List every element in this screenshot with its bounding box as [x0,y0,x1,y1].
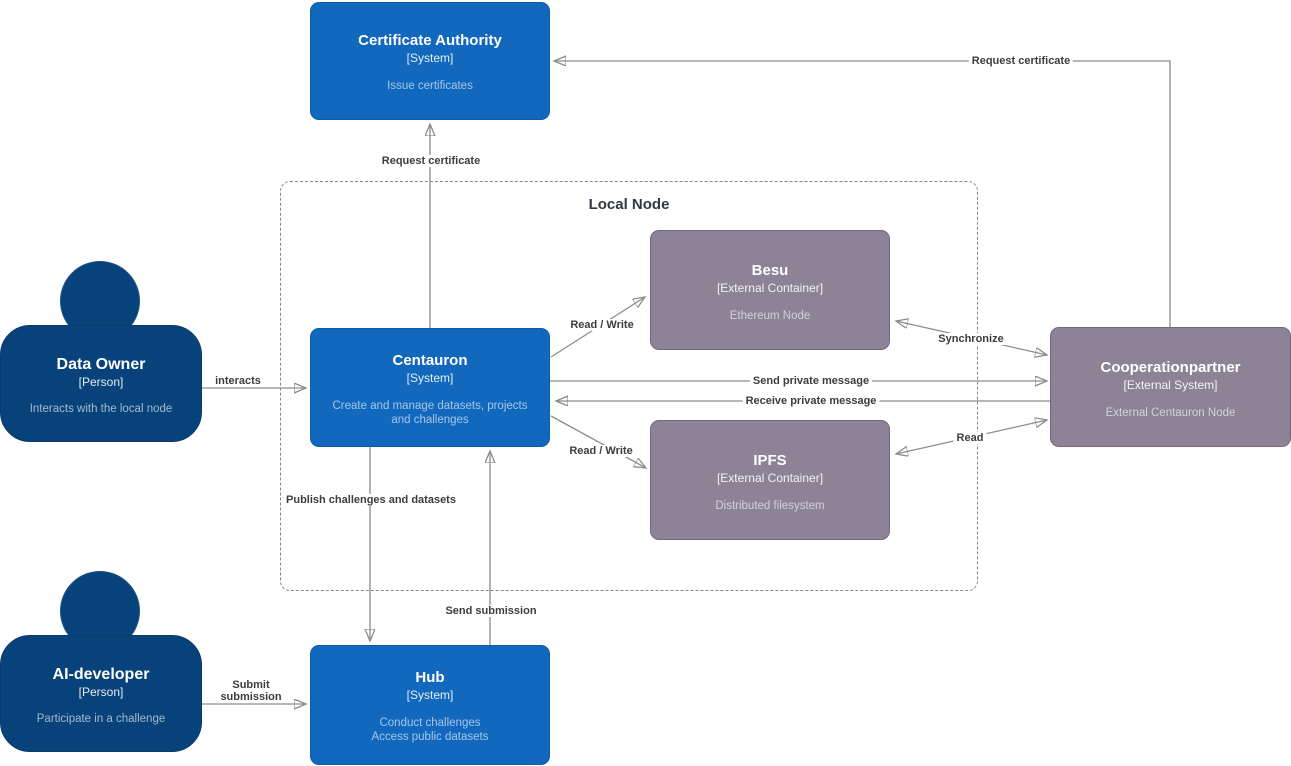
node-title: Certificate Authority [358,32,502,49]
node-cooperationpartner[interactable]: Cooperationpartner [External System] Ext… [1050,327,1291,447]
edge-label-send-private-message: Send private message [749,375,873,387]
node-data-owner[interactable]: Data Owner [Person] Interacts with the l… [0,261,202,442]
node-hub[interactable]: Hub [System] Conduct challenges Access p… [310,645,550,765]
edge-label-read: Read [953,432,987,444]
node-subtitle: [Person] [78,375,124,389]
node-description-line: Access public datasets [371,731,489,743]
edge-label-synchronize: Synchronize [935,333,1007,345]
node-title: Centauron [392,352,468,369]
node-title: Cooperationpartner [1100,359,1241,376]
edge-label-read-write-ipfs: Read / Write [566,445,636,457]
edge-label-request-certificate-partner: Request certificate [968,55,1074,67]
node-title: Data Owner [56,356,146,373]
node-subtitle: [External System] [1123,378,1218,392]
node-description: Participate in a challenge [36,713,166,725]
node-title: AI-developer [52,666,150,683]
node-title: Besu [751,262,789,279]
node-description: External Centauron Node [1105,407,1236,419]
node-subtitle: [Person] [78,685,124,699]
person-body: Data Owner [Person] Interacts with the l… [0,325,202,442]
node-description-line: Conduct challenges [379,717,481,729]
edge-label-submit-submission: Submit submission [217,679,285,703]
node-title: IPFS [753,452,787,469]
edge-label-line: Submit [232,679,270,691]
edge-label-interacts: interacts [212,375,264,387]
edge-label-request-certificate-centauron: Request certificate [378,155,484,167]
node-ipfs[interactable]: IPFS [External Container] Distributed fi… [650,420,890,540]
edge-label-send-submission: Send submission [442,605,540,617]
node-subtitle: [External Container] [716,281,824,295]
node-subtitle: [System] [406,371,454,385]
node-subtitle: [System] [406,688,454,702]
node-description: Conduct challenges Access public dataset… [360,716,501,744]
node-title: Hub [415,669,445,686]
node-centauron[interactable]: Centauron [System] Create and manage dat… [310,328,550,447]
node-description: Issue certificates [387,80,473,92]
edge-label-read-write-besu: Read / Write [567,319,637,331]
node-besu[interactable]: Besu [External Container] Ethereum Node [650,230,890,350]
edge-label-publish: Publish challenges and datasets [283,494,459,506]
edge-label-line: submission [220,691,282,703]
person-body: AI-developer [Person] Participate in a c… [0,635,202,752]
boundary-label: Local Node [588,196,670,213]
node-certificate-authority[interactable]: Certificate Authority [System] Issue cer… [310,2,550,120]
node-subtitle: [System] [406,51,454,65]
node-description: Interacts with the local node [29,403,173,415]
node-ai-developer[interactable]: AI-developer [Person] Participate in a c… [0,571,202,752]
node-description: Distributed filesystem [715,500,825,512]
node-description: Ethereum Node [729,310,811,322]
edge-label-receive-private-message: Receive private message [742,395,880,407]
node-description: Create and manage datasets, projects and… [332,400,528,426]
node-subtitle: [External Container] [716,471,824,485]
